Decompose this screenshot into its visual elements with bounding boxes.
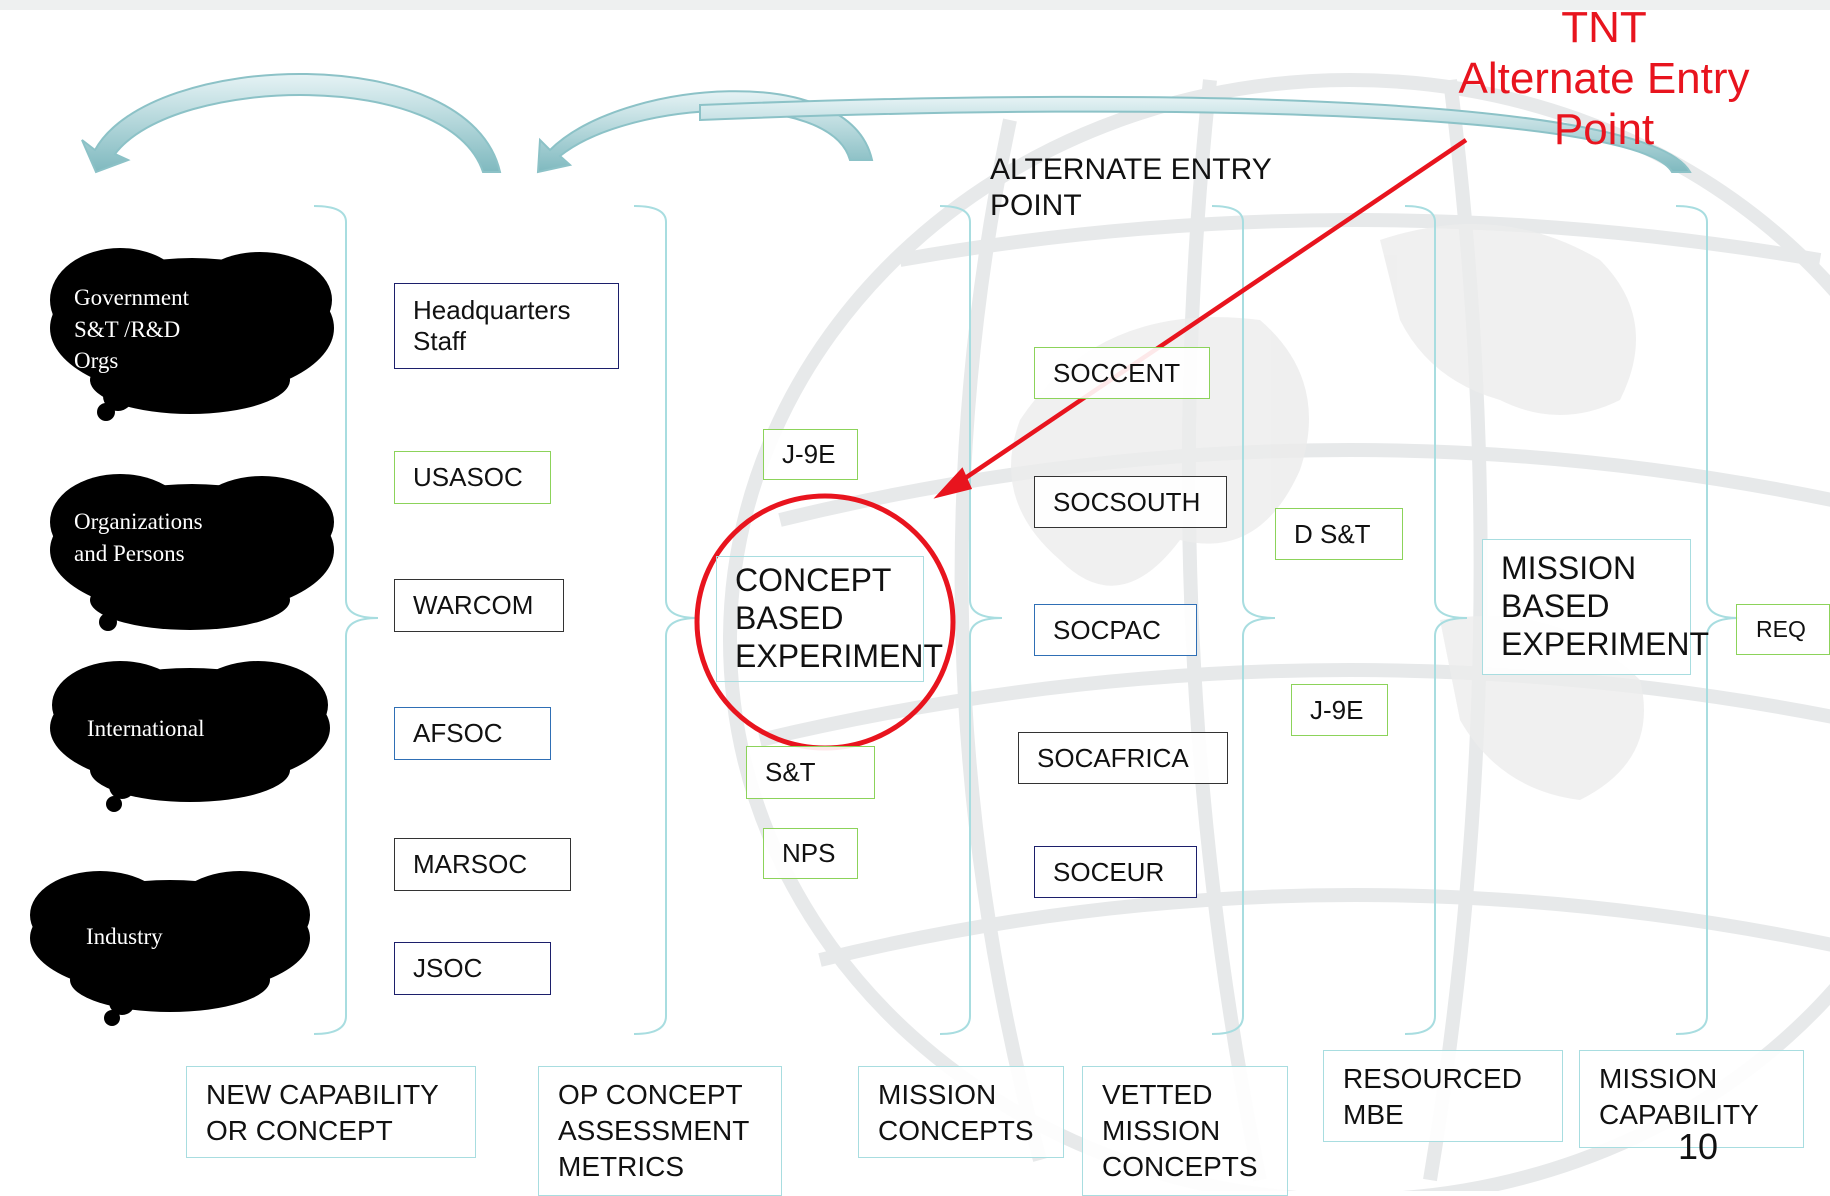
box-socafrica: SOCAFRICA	[1018, 732, 1228, 784]
top-band	[0, 0, 1830, 10]
box-jsoc: JSOC	[394, 942, 551, 995]
cloud-label-organizations: Organizations and Persons	[74, 509, 203, 566]
caption-mission-concepts: MISSION CONCEPTS	[858, 1066, 1064, 1158]
box-warcom: WARCOM	[394, 579, 564, 632]
box-st-col2: S&T	[746, 746, 875, 799]
box-marsoc: MARSOC	[394, 838, 571, 891]
box-concept-based-experiment: CONCEPT BASED EXPERIMENT	[716, 556, 943, 682]
feedback-arrow-left	[81, 73, 502, 174]
box-headquarters-staff: Headquarters Staff	[394, 283, 619, 369]
box-dst: D S&T	[1275, 508, 1403, 560]
caption-vetted-mission-concepts: VETTED MISSION CONCEPTS	[1082, 1066, 1288, 1196]
box-nps: NPS	[763, 828, 858, 879]
cloud-organizations	[50, 474, 334, 631]
cloud-government	[50, 248, 334, 421]
box-j9e-lower: J-9E	[1291, 684, 1388, 736]
feedback-arrow-right	[699, 95, 1692, 173]
page-number: 10	[1678, 1126, 1719, 1167]
alternate-entry-arrow-line	[950, 138, 1468, 489]
box-afsoc: AFSOC	[394, 707, 551, 760]
box-socsouth: SOCSOUTH	[1034, 476, 1227, 528]
caption-new-capability: NEW CAPABILITY OR CONCEPT	[186, 1066, 476, 1158]
caption-resourced-mbe: RESOURCED MBE	[1323, 1050, 1563, 1142]
box-socpac: SOCPAC	[1034, 604, 1197, 656]
cloud-label-international: International	[87, 716, 205, 741]
box-soceur: SOCEUR	[1034, 846, 1197, 898]
box-usasoc: USASOC	[394, 451, 551, 504]
caption-op-concept-metrics: OP CONCEPT ASSESSMENT METRICS	[538, 1066, 782, 1196]
tnt-alternate-entry-label: TNT Alternate Entry Point	[1458, 3, 1750, 155]
alternate-entry-heading: ALTERNATE ENTRY POINT	[990, 153, 1272, 222]
box-mission-based-experiment: MISSION BASED EXPERIMENT	[1482, 539, 1709, 675]
cloud-label-government: Government S&T /R&D Orgs	[74, 285, 189, 374]
cloud-label-industry: Industry	[86, 924, 163, 949]
cloud-international	[50, 661, 330, 812]
box-j9e-upper: J-9E	[763, 429, 858, 480]
box-req: REQ	[1736, 604, 1830, 655]
cloud-industry	[30, 871, 310, 1026]
caption-mission-capability: MISSION CAPABILITY	[1579, 1050, 1804, 1148]
alternate-entry-arrowhead	[933, 467, 973, 499]
box-soccent: SOCCENT	[1034, 347, 1210, 399]
